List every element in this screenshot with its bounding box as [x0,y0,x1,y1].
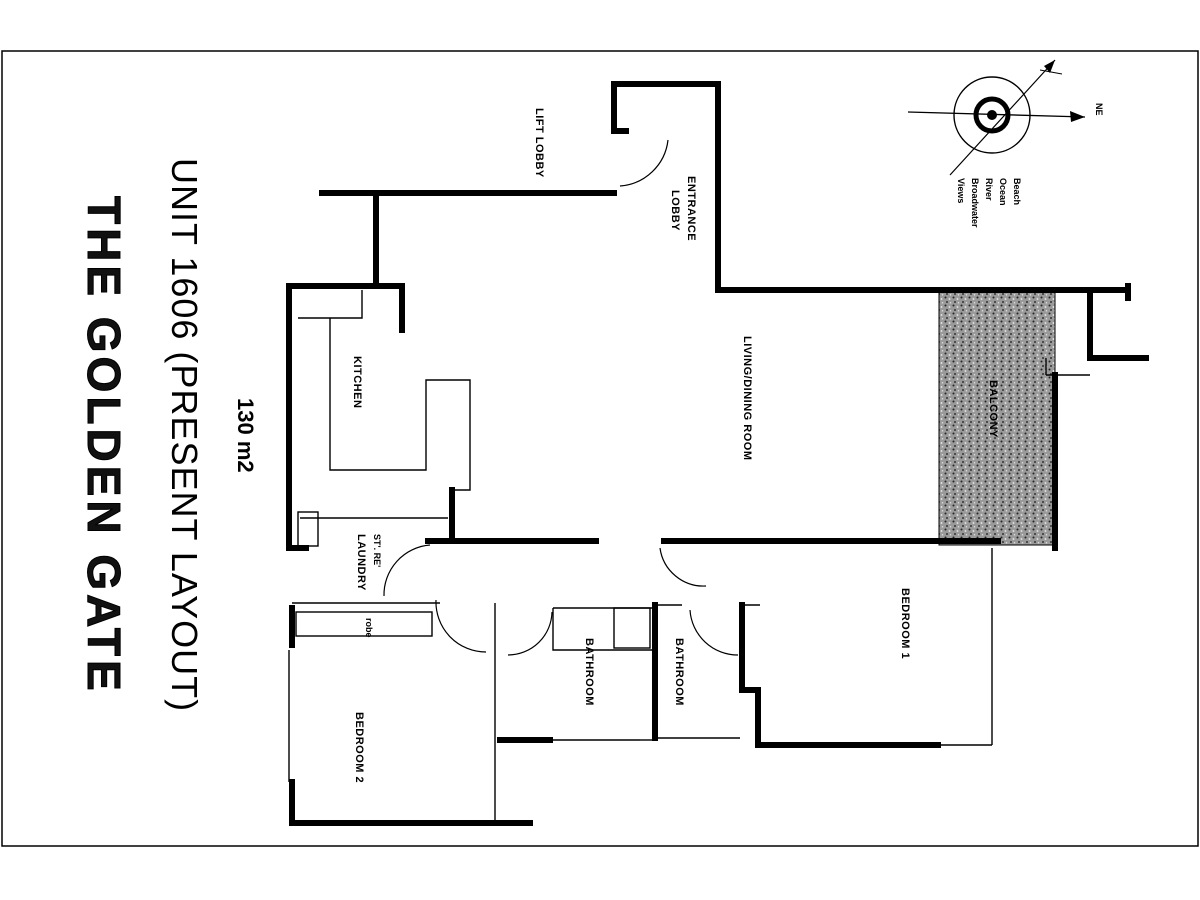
label-laundry-1: ST'. RE' [372,534,382,567]
unit-area: 130 m2 [233,398,258,473]
label-bathroom-a: BATHROOM [583,638,595,706]
label-balcony: BALCONY [987,380,999,438]
compass-view-5: Views [956,178,966,203]
walls [286,81,1149,826]
label-entrance: ENTRANCE [685,176,697,241]
label-laundry-2: LAUNDRY [355,534,367,591]
label-living-dining: LIVING/DINING ROOM [741,336,753,461]
compass-view-2: Ocean [998,178,1008,206]
unit-title: UNIT 1606 (PRESENT LAYOUT) [164,158,205,712]
label-robe: robe [364,618,374,638]
fixtures [288,290,1090,820]
brand-logo-text: THE GOLDEN GATE [78,196,130,695]
label-bedroom-2: BEDROOM 2 [353,712,365,783]
label-lobby: LOBBY [669,190,681,231]
label-bedroom-1: BEDROOM 1 [899,588,911,659]
room-labels: LIFT LOBBY ENTRANCE LOBBY LIVING/DINING … [351,108,999,783]
compass-view-4: Broadwater [970,178,980,228]
compass-view-1: Beach [1012,178,1022,205]
doors [383,139,739,656]
label-bathroom-b: BATHROOM [673,638,685,706]
compass-view-3: River [984,178,994,201]
compass-north-label: NE [1094,103,1104,116]
label-lift-lobby: LIFT LOBBY [533,108,545,178]
page-frame [1,50,1199,847]
label-kitchen: KITCHEN [351,356,363,408]
compass: NE Beach Ocean River Broadwater Views [907,59,1104,228]
